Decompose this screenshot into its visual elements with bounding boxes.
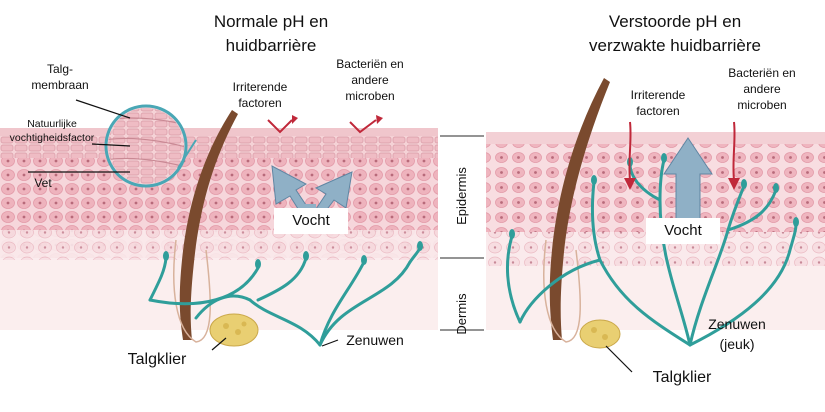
sebum-membrane-label-line1: Talg- [46,62,73,76]
sebum-membrane-label-line2: membraan [31,78,89,92]
left-hair-follicle [173,239,211,343]
layer-brackets [440,135,484,331]
right-irritant-arrowheads [624,178,740,190]
right-irritant-label-line1: Irriterende [630,88,686,102]
right-stratum-corneum [486,132,825,146]
left-moisture-label: Vocht [274,208,348,234]
right-hair [549,78,610,340]
left-bacteria-label-line3: microben [345,89,395,103]
epidermis-label: Epidermis [454,167,469,225]
gland-pointer-lines [211,337,633,373]
left-title-line1: Normale pH en [213,12,329,31]
left-moisture-arrows [271,165,353,218]
left-title-line2: huidbarrière [225,36,317,55]
right-bacteria-label-line1: Bacteriën en [728,66,796,80]
right-bacteria-label-line3: microben [737,98,787,112]
left-irritant-arrows [267,119,377,134]
nmf-label-line1: Natuurlijke [27,118,77,130]
right-dermis [486,266,825,330]
right-nerves-label-line2: (jeuk) [719,336,755,352]
right-title-line1: Verstoorde pH en [608,12,742,31]
left-nerves [148,246,422,347]
right-irritant-label-line2: factoren [636,104,680,118]
right-skin-block [486,132,825,330]
left-bacteria-label-line2: andere [351,73,389,87]
left-sebaceous-gland [209,313,259,347]
right-hair-follicle [543,239,581,343]
right-gland-label: Talgklier [652,369,712,386]
right-bacteria-label-line2: andere [743,82,781,96]
left-nerves-label: Zenuwen [346,332,404,348]
dermis-label: Dermis [454,293,469,335]
left-irritant-arrowheads [292,115,383,124]
right-title-line2: verzwakte huidbarrière [589,36,761,55]
left-basal-cells [0,230,438,260]
right-nerves-label-line1: Zenuwen [708,316,766,332]
left-irritant-label-line2: factoren [238,96,282,110]
left-gland-label: Talgklier [127,351,187,368]
left-bacteria-label-line1: Bacteriën en [336,57,404,71]
left-hair [179,110,238,340]
nmf-label-line2: vochtigheidsfactor [9,132,95,144]
magnifier-inset [104,104,197,188]
left-irritant-label-line1: Irriterende [232,80,288,94]
fat-label: Vet [34,176,52,190]
right-sebaceous-gland [579,319,621,349]
right-irritant-arrows [628,121,736,181]
right-nerve-endings [509,153,799,239]
inset-pointer-lines [28,99,131,173]
right-moisture-label: Vocht [646,218,720,244]
left-nerve-endings [163,241,423,269]
